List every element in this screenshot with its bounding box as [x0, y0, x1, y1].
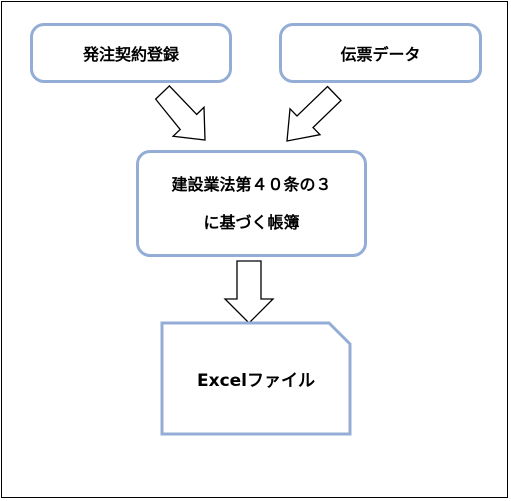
arrow-ledger-to-excel	[223, 260, 275, 324]
ledger-label-line-1: 建設業法第４０条の３	[171, 174, 332, 194]
slip-data-box: 伝票データ	[279, 23, 482, 83]
order-contract-registration-box: 発注契約登録	[30, 23, 232, 83]
construction-law-ledger-box: 建設業法第４０条の３ に基づく帳簿	[136, 150, 367, 257]
arrow-slip-to-ledger	[286, 85, 342, 142]
excel-file-label: Excelファイル	[196, 370, 315, 391]
excel-file-document-shape	[160, 321, 352, 436]
excel-file-label-container: Excelファイル	[162, 322, 350, 434]
arrow-order-to-ledger	[154, 84, 206, 141]
order-contract-registration-label: 発注契約登録	[82, 45, 179, 64]
ledger-label-line-2: に基づく帳簿	[203, 212, 300, 232]
slip-data-label: 伝票データ	[340, 45, 421, 64]
